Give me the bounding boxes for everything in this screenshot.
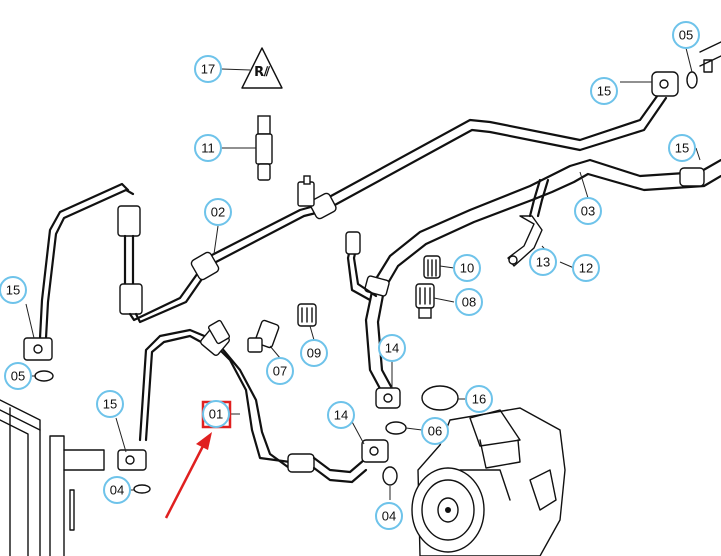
callout-label: 17 — [201, 62, 215, 77]
callout-label: 13 — [536, 255, 550, 270]
callout-circle — [572, 254, 600, 282]
callout-09: 09 — [300, 339, 328, 367]
callout-02: 02 — [204, 198, 232, 226]
callout-14-low: 14 — [327, 401, 355, 429]
callout-11: 11 — [194, 134, 222, 162]
o-ring-06 — [385, 421, 407, 435]
callout-circle — [668, 134, 696, 162]
condenser — [0, 399, 105, 556]
callout-circle — [455, 288, 483, 316]
service-valve-10 — [423, 255, 441, 279]
service-valve-09 — [297, 303, 317, 327]
callout-circle — [327, 401, 355, 429]
callout-label: 09 — [307, 346, 321, 361]
callout-15-left: 15 — [0, 276, 27, 304]
callouts: 17 11 02 05 15 15 03 13 12 10 08 15 05 07 09 14 16 15 01 14… — [0, 21, 700, 530]
callout-17: 17 — [194, 55, 222, 83]
callout-label: 01 — [209, 407, 223, 422]
callout-label: 16 — [472, 392, 486, 407]
callout-circle — [375, 502, 403, 530]
callout-label: 06 — [428, 424, 442, 439]
callout-07: 07 — [266, 357, 294, 385]
callout-06: 06 — [421, 417, 449, 445]
pipe-01 — [117, 319, 398, 494]
callout-label: 04 — [110, 483, 124, 498]
callout-circle — [672, 21, 700, 49]
highlight-arrow — [164, 445, 205, 519]
callout-label: 10 — [460, 261, 474, 276]
callout-16: 16 — [465, 385, 493, 413]
callout-08: 08 — [455, 288, 483, 316]
callout-circle — [103, 476, 131, 504]
callout-circle — [300, 339, 328, 367]
callout-label: 05 — [679, 28, 693, 43]
arrowhead — [196, 432, 212, 450]
callout-label: 03 — [581, 204, 595, 219]
o-ring-16 — [421, 385, 459, 411]
callout-03: 03 — [574, 197, 602, 225]
callout-12: 12 — [572, 254, 600, 282]
callout-14-mid: 14 — [378, 334, 406, 362]
callout-circle — [194, 55, 222, 83]
callout-label: 15 — [597, 84, 611, 99]
left-connector-block — [23, 337, 54, 382]
callout-circle — [421, 417, 449, 445]
callout-label: 11 — [201, 141, 215, 156]
leader-lines — [25, 47, 701, 500]
callout-10: 10 — [453, 254, 481, 282]
compressor — [411, 407, 566, 556]
callout-label: 15 — [6, 283, 20, 298]
callout-01: 01 — [202, 400, 230, 428]
svg-text:R⫽: R⫽ — [254, 65, 270, 80]
callout-circle — [194, 134, 222, 162]
callout-circle — [202, 400, 230, 428]
callout-circle — [378, 334, 406, 362]
callout-circle — [96, 390, 124, 418]
pipe-main-upper — [190, 90, 668, 281]
callout-label: 05 — [11, 369, 25, 384]
callout-circle — [266, 357, 294, 385]
pipe-left-liquid-line — [38, 182, 206, 340]
callout-label: 15 — [103, 397, 117, 412]
callout-circle — [4, 362, 32, 390]
callout-04-left: 04 — [103, 476, 131, 504]
callout-15-right: 15 — [668, 134, 696, 162]
callout-circle — [529, 248, 557, 276]
callout-label: 02 — [211, 205, 225, 220]
callout-circle — [574, 197, 602, 225]
callout-circle — [204, 198, 232, 226]
callout-15-lower: 15 — [96, 390, 124, 418]
top-right-connector — [651, 41, 721, 97]
pressure-sensor: R⫽ — [241, 47, 283, 181]
callout-circle — [590, 77, 618, 105]
service-valve-07 — [247, 319, 280, 353]
callout-label: 08 — [462, 295, 476, 310]
callout-circle — [0, 276, 27, 304]
callout-label: 14 — [385, 341, 399, 356]
callout-circle — [465, 385, 493, 413]
callout-04-bottom: 04 — [375, 502, 403, 530]
callout-05-left: 05 — [4, 362, 32, 390]
callout-15-top: 15 — [590, 77, 618, 105]
callout-label: 15 — [675, 141, 689, 156]
callout-05-top: 05 — [672, 21, 700, 49]
callout-13: 13 — [529, 248, 557, 276]
callout-label: 14 — [334, 408, 348, 423]
service-valve-08 — [415, 283, 435, 319]
callout-label: 07 — [273, 364, 287, 379]
pipe-suction-03 — [345, 158, 721, 409]
callout-label: 04 — [382, 509, 396, 524]
callout-circle — [453, 254, 481, 282]
callout-label: 12 — [579, 261, 593, 276]
